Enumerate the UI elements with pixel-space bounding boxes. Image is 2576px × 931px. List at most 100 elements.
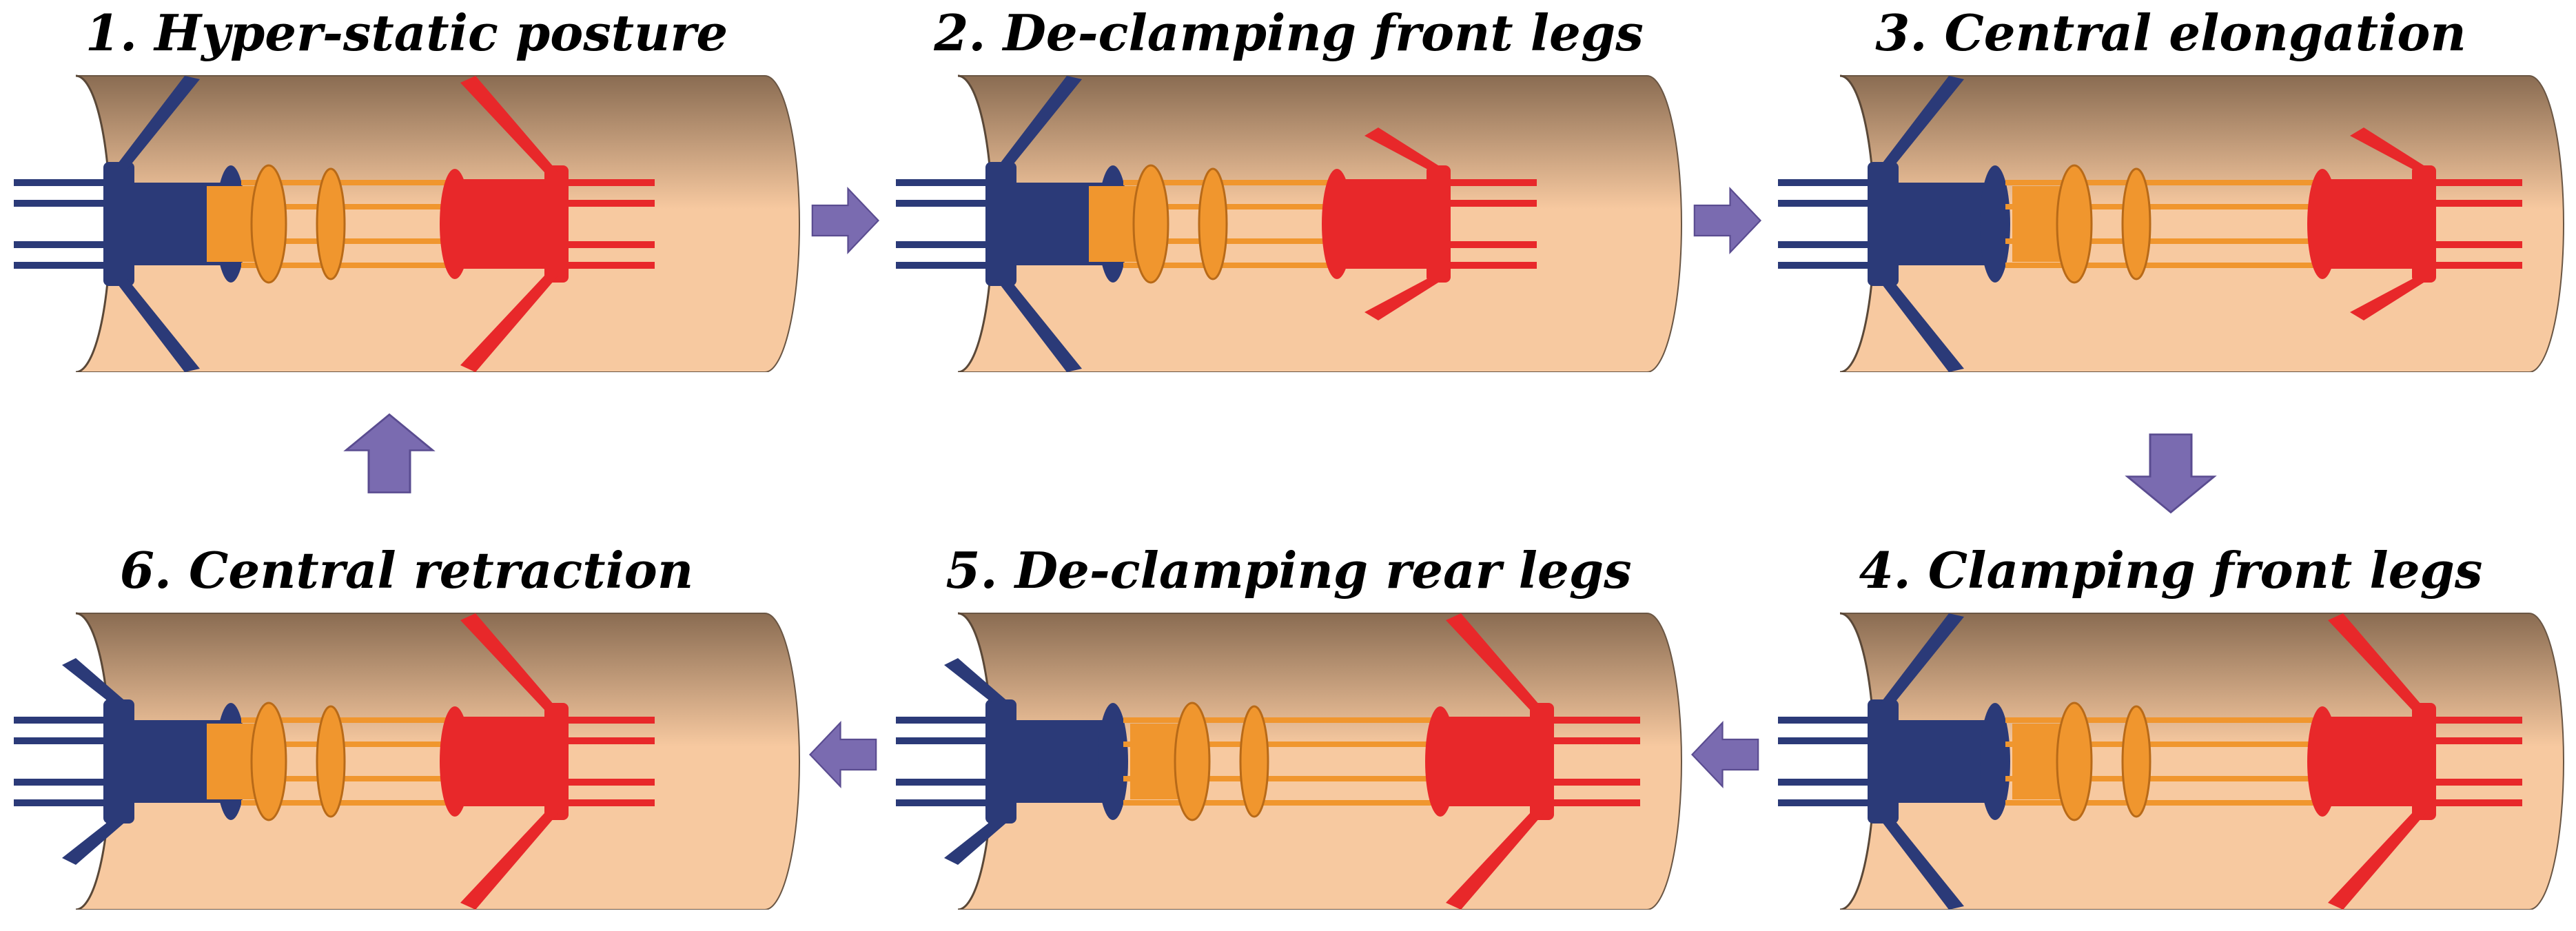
arrow-head	[808, 721, 877, 788]
arrow-shape	[2125, 433, 2217, 514]
link-rod	[1123, 204, 1337, 209]
front-rod	[565, 241, 655, 248]
front-module	[2307, 127, 2522, 320]
robot-diagram	[1778, 612, 2564, 910]
front-rod	[1447, 241, 1537, 248]
front-rod	[1551, 779, 1640, 786]
link-rod	[2005, 741, 2322, 747]
middle-module	[1089, 164, 1228, 284]
front-leg-lower	[460, 276, 558, 372]
front-leg-upper	[460, 76, 558, 172]
rear-rod	[1778, 179, 1881, 186]
front-rod	[565, 799, 655, 806]
rear-rod	[14, 200, 117, 207]
rear-disk	[1980, 703, 2010, 820]
front-rod	[565, 737, 655, 744]
rear-leg-upper	[114, 76, 200, 169]
rear-module	[896, 658, 1128, 865]
middle-module	[207, 164, 346, 284]
link-rod	[241, 741, 455, 747]
rear-module	[896, 76, 1128, 372]
front-rod	[565, 779, 655, 786]
front-body	[1337, 179, 1427, 269]
middle-disk-2	[2121, 705, 2151, 818]
linkage-rods	[2005, 717, 2322, 806]
robot-scene-4	[1764, 606, 2576, 910]
arrow-5-to-6	[806, 717, 882, 792]
middle-disk-2	[316, 705, 346, 818]
pipe	[75, 74, 800, 372]
front-rod	[1447, 179, 1537, 186]
rear-module	[1778, 613, 2010, 910]
front-module	[2307, 613, 2522, 910]
front-leg-upper	[2328, 613, 2426, 710]
robot	[896, 76, 1537, 372]
front-module	[440, 613, 655, 910]
step-panel-6: 6. Central retraction	[0, 538, 813, 910]
rear-body	[1899, 183, 1995, 265]
front-body	[2322, 179, 2412, 269]
rear-leg-lower	[114, 279, 200, 372]
front-leg-lower-folded	[2350, 279, 2429, 320]
link-rod	[1123, 263, 1337, 268]
robot-diagram	[14, 612, 800, 910]
front-leg-lower	[1446, 813, 1544, 910]
rear-module	[1778, 76, 2010, 372]
rear-leg-upper	[996, 76, 1082, 169]
step-title-4: 4. Clamping front legs	[1859, 541, 2483, 600]
link-rod	[241, 776, 455, 781]
link-rod	[1123, 776, 1440, 781]
front-rod	[1551, 799, 1640, 806]
linkage-rods	[2005, 180, 2322, 268]
front-leg-lower	[460, 813, 558, 910]
front-flange	[1427, 165, 1451, 283]
link-rod	[241, 717, 455, 723]
rear-flange	[1868, 162, 1899, 286]
middle-module	[2012, 702, 2151, 821]
front-leg-upper	[460, 613, 558, 710]
robot-diagram	[896, 74, 1682, 372]
rear-flange	[985, 699, 1016, 823]
robot-scene-1	[0, 69, 813, 372]
step-panel-5: 5. De-clamping rear legs	[882, 538, 1695, 910]
front-rod	[2433, 779, 2522, 786]
arrow-head	[1690, 721, 1759, 788]
front-rod	[2433, 262, 2522, 269]
arrow-shape	[811, 187, 880, 254]
front-rod	[1447, 200, 1537, 207]
arrow-head	[811, 187, 880, 254]
rear-rod	[896, 799, 999, 806]
rear-rod	[1778, 737, 1881, 744]
robot-diagram	[1778, 74, 2564, 372]
pipe	[957, 74, 1682, 372]
linkage-rods	[1123, 180, 1337, 268]
rear-rod	[14, 179, 117, 186]
front-rod	[1551, 737, 1640, 744]
robot-scene-2	[882, 69, 1695, 372]
link-rod	[241, 800, 455, 806]
step-panel-1: 1. Hyper-static posture	[0, 0, 813, 372]
front-leg-lower-folded	[1364, 279, 1444, 320]
arrow-1-to-2	[806, 183, 882, 258]
robot	[896, 613, 1640, 910]
arrow-4-to-5	[1688, 717, 1764, 792]
arrow-6-to-1	[338, 410, 441, 500]
link-rod	[241, 238, 455, 244]
rear-rod	[14, 779, 117, 786]
front-module	[440, 76, 655, 372]
rear-rod	[896, 241, 999, 248]
step-title-2: 2. De-clamping front legs	[934, 3, 1644, 62]
link-rod	[2005, 180, 2322, 185]
rear-leg-upper	[1878, 76, 1964, 169]
front-flange	[2412, 703, 2436, 820]
arrow-shape	[1690, 721, 1759, 788]
link-rod	[2005, 263, 2322, 268]
front-module	[1322, 127, 1537, 320]
step-panel-3: 3. Central elongation	[1764, 0, 2576, 372]
front-leg-upper-folded	[1364, 127, 1444, 169]
middle-disk-2	[1239, 705, 1269, 818]
rear-rod	[1778, 262, 1881, 269]
step-title-3: 3. Central elongation	[1875, 3, 2466, 62]
rear-disk	[1098, 703, 1128, 820]
arrow-head	[1693, 187, 1762, 254]
